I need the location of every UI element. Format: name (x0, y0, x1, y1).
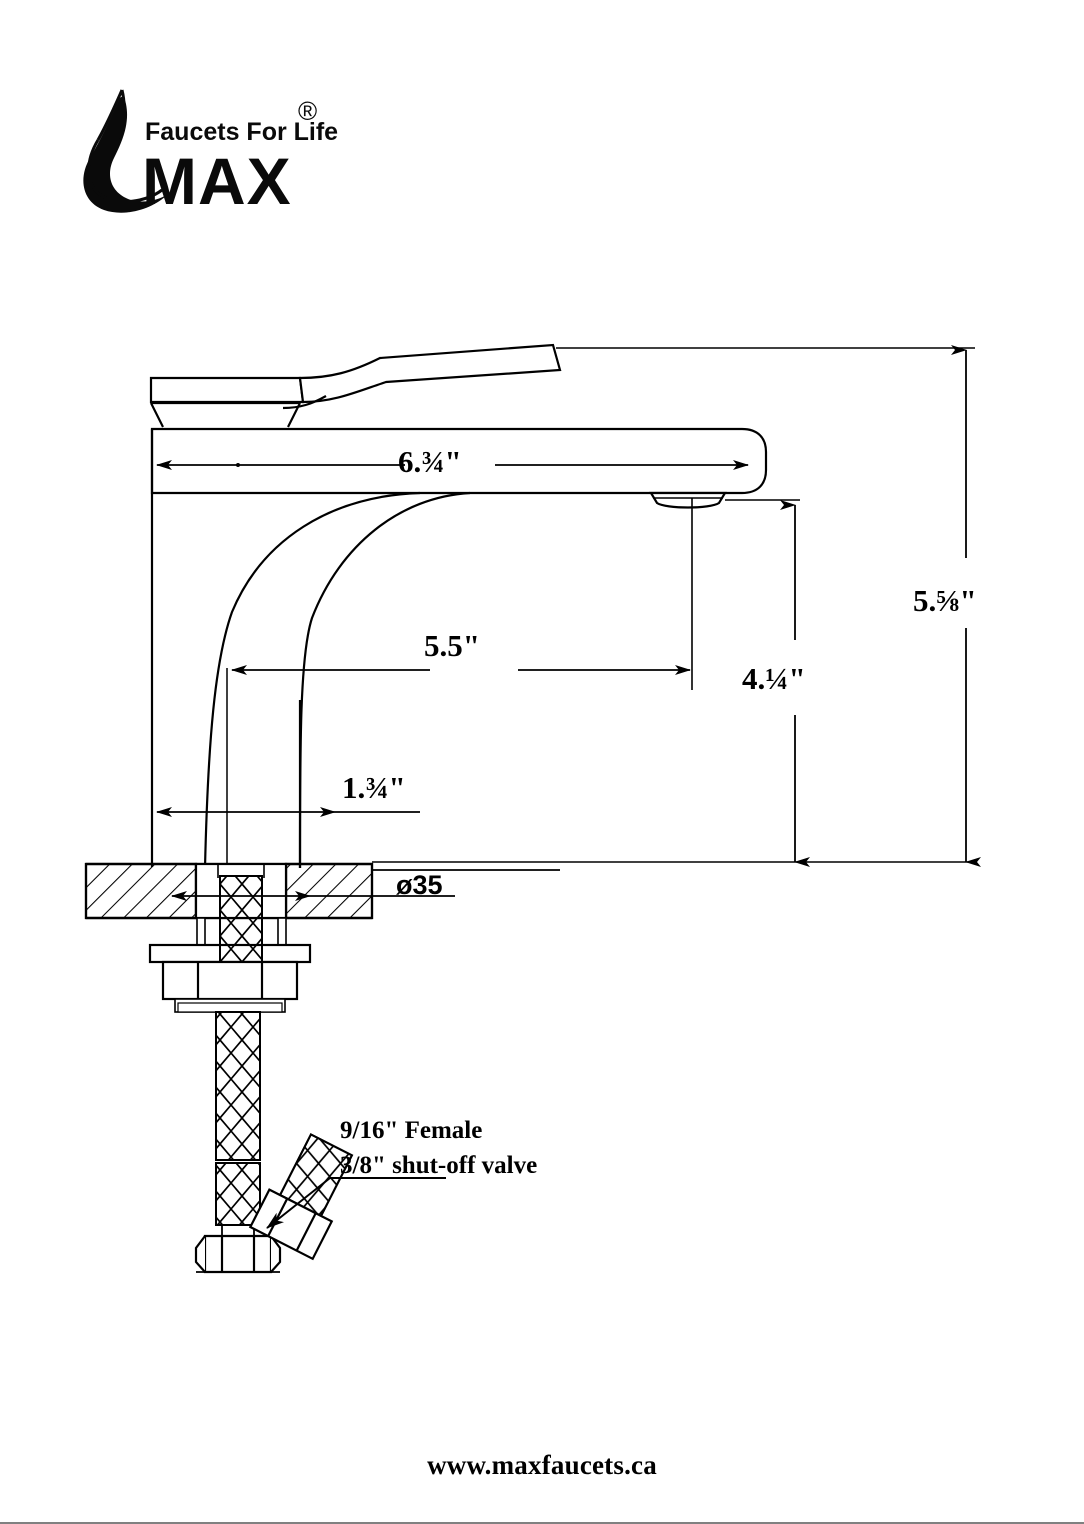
dimension-label-4-1-4: 4.¼" (742, 661, 806, 696)
leader-line-to-valve (266, 1177, 446, 1229)
faucet-spout-body (150, 427, 768, 495)
faucet-handle-lever (149, 343, 562, 410)
dimension-line-6-3-4 (156, 460, 749, 470)
aerator-outlet (649, 491, 727, 509)
braided-supply-hose (194, 1011, 282, 1274)
logo-tagline: Faucets For Life (145, 118, 338, 146)
registered-mark-icon: ® (298, 96, 317, 126)
supply-note-line-1: 9/16" Female (340, 1117, 483, 1144)
faucet-column-body (150, 429, 471, 869)
dimension-line-5-5 (231, 498, 693, 690)
dimension-line-dia-35 (171, 869, 560, 901)
max-faucets-logo: Faucets For Life ® MAX (72, 82, 412, 232)
handle-base-collar (150, 401, 301, 428)
dimension-label-dia-35: ø35 (396, 870, 443, 900)
supply-note-line-2: 3/8" shut-off valve (340, 1152, 538, 1179)
shut-off-valve-connector (248, 1133, 354, 1261)
dimension-label-5-5: 5.5" (424, 628, 480, 663)
footer-website-url[interactable]: www.maxfaucets.ca (427, 1450, 657, 1480)
dimension-label-5-5-8: 5.⅝" (913, 583, 977, 618)
faucet-shank (194, 862, 288, 920)
dimension-line-4-1-4 (725, 499, 810, 867)
dimension-label-6-3-4: 6.¾" (398, 444, 462, 479)
logo-svg: Faucets For Life ® MAX (83, 89, 338, 218)
dimension-label-1-3-4: 1.¾" (342, 770, 406, 805)
hose-hex-nut (194, 1234, 282, 1274)
logo-brand: MAX (142, 144, 292, 218)
mounting-nut-assembly (148, 917, 312, 1013)
water-droplet-icon (83, 89, 168, 213)
dimension-line-5-5-8 (372, 345, 981, 867)
